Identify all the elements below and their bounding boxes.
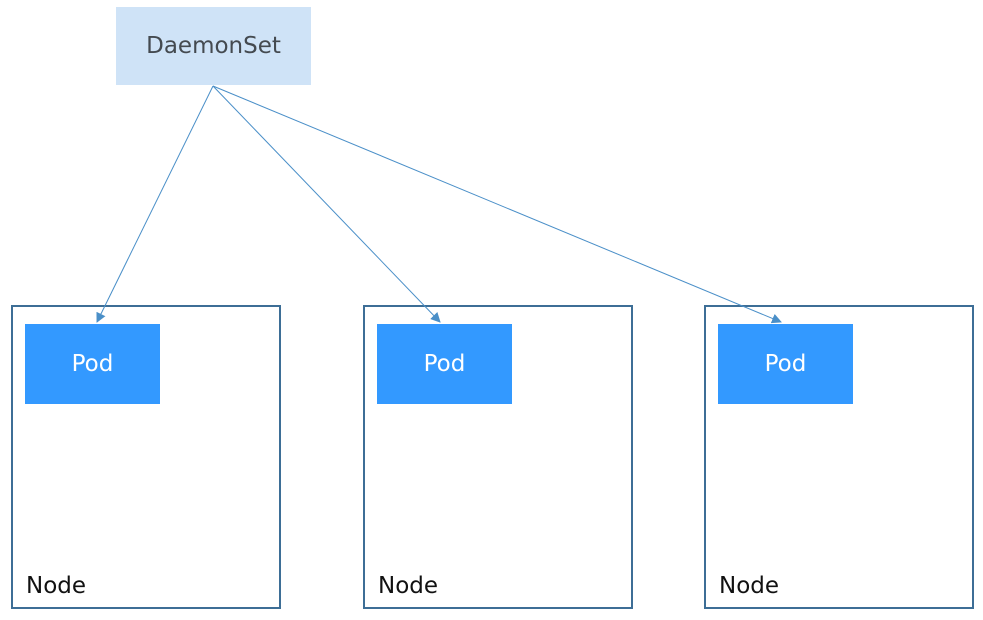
- connector-arrow-1: [96, 85, 214, 323]
- pod-label-3: Pod: [764, 351, 807, 377]
- pod-box-2: Pod: [377, 324, 512, 404]
- node-label-3: Node: [719, 573, 780, 599]
- pod-box-3: Pod: [718, 324, 853, 404]
- connector-arrow-3: [212, 85, 782, 324]
- node-box-3: Pod Node: [704, 305, 974, 609]
- pod-box-1: Pod: [25, 324, 160, 404]
- node-label-2: Node: [378, 573, 439, 599]
- daemonset-label: DaemonSet: [146, 33, 281, 59]
- node-box-2: Pod Node: [363, 305, 633, 609]
- daemonset-box: DaemonSet: [116, 7, 311, 85]
- node-label-1: Node: [26, 573, 87, 599]
- pod-label-2: Pod: [423, 351, 466, 377]
- connector-arrow-2: [212, 85, 441, 323]
- node-box-1: Pod Node: [11, 305, 281, 609]
- pod-label-1: Pod: [71, 351, 114, 377]
